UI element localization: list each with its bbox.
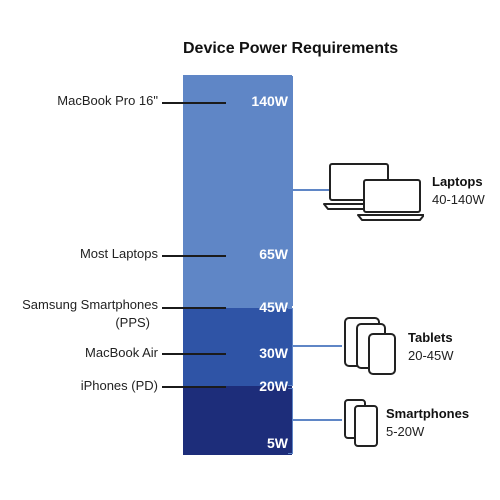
- watt-label-65: 65W: [259, 246, 288, 262]
- tablet-icon: [344, 317, 396, 375]
- device-label-macbook-pro: MacBook Pro 16": [57, 93, 158, 108]
- tablets-bracket: [288, 308, 293, 386]
- category-range-laptops: 40-140W: [432, 192, 485, 207]
- category-range-tablets: 20-45W: [408, 348, 454, 363]
- device-label-most-laptops: Most Laptops: [79, 246, 158, 261]
- category-name-tablets: Tablets: [408, 330, 453, 345]
- laptops-bracket-stub: [292, 189, 330, 191]
- leader-line: [162, 307, 226, 309]
- leader-line: [162, 102, 226, 104]
- smartphones-bracket-stub: [292, 419, 342, 421]
- tablets-band: [183, 308, 292, 386]
- diagram-title: Device Power Requirements: [183, 40, 399, 57]
- smartphone-icon: [344, 399, 378, 447]
- laptops-band: [183, 75, 292, 308]
- category-name-smartphones: Smartphones: [386, 406, 470, 421]
- leader-line: [162, 353, 226, 355]
- laptop-icon: [323, 163, 424, 221]
- leader-line: [162, 255, 226, 257]
- smartphones-band: [183, 386, 292, 455]
- device-label-samsung: Samsung Smartphones: [22, 297, 158, 312]
- leader-line: [162, 386, 226, 388]
- watt-label-140: 140W: [251, 93, 288, 109]
- laptops-bracket: [288, 76, 293, 306]
- tablets-bracket-stub: [292, 345, 342, 347]
- category-range-smartphones: 5-20W: [386, 424, 425, 439]
- smartphones-bracket: [288, 388, 293, 454]
- device-label-macbook-air: MacBook Air: [85, 345, 158, 360]
- device-label-iphones: iPhones (PD): [80, 378, 158, 393]
- category-name-laptops: Laptops: [432, 174, 483, 189]
- watt-label-30: 30W: [259, 345, 288, 361]
- device-label-samsung-pps: (PPS): [115, 315, 150, 330]
- watt-label-5: 5W: [267, 435, 288, 451]
- watt-label-45: 45W: [259, 299, 288, 315]
- watt-label-20: 20W: [259, 378, 288, 394]
